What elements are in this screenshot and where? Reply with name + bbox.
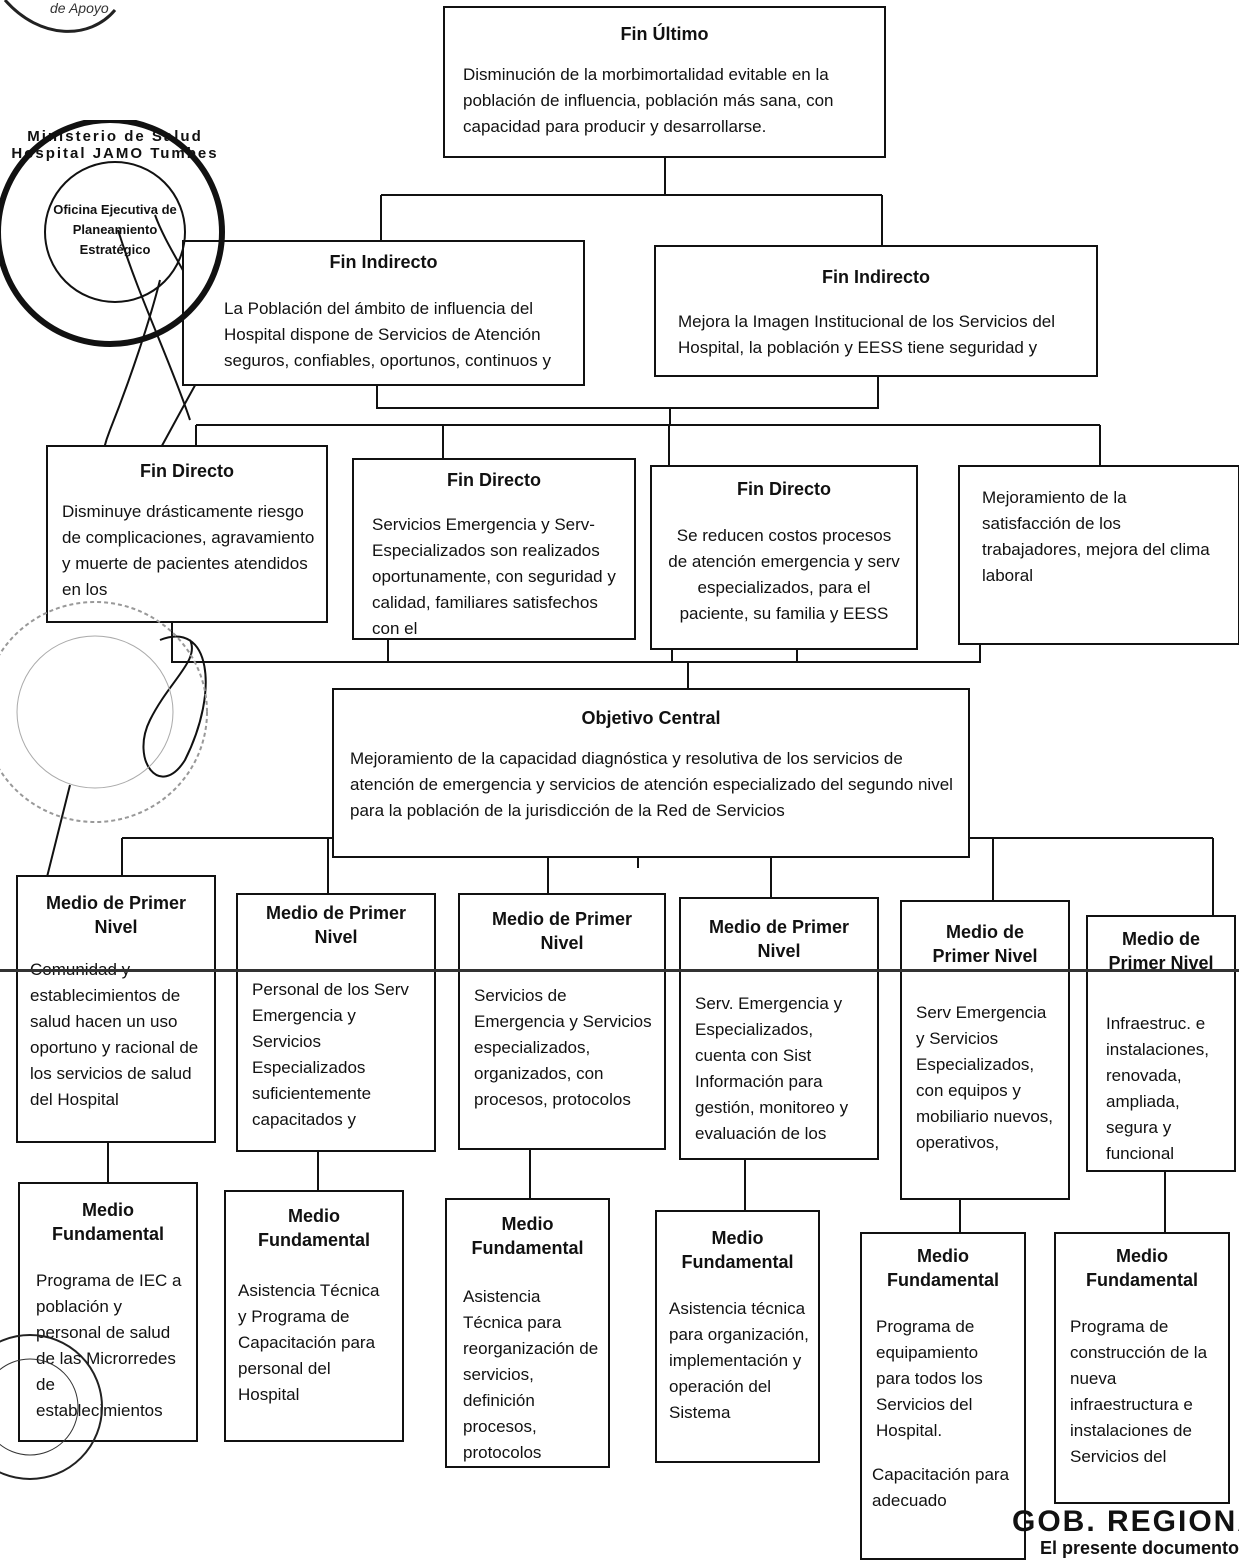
medio-fundamental-title-4: Medio Fundamental [681,1228,794,1272]
fin-directo-title-2: Fin Directo [446,470,541,490]
medio-primer-nivel-text-5: Serv Emergencia y Servicios Especializad… [916,1003,1054,1152]
fin-directo-text-3: Se reducen costos procesos de atención e… [668,526,900,623]
medio-fundamental-box-1: Medio Fundamental Programa de IEC a pobl… [18,1182,198,1442]
objetivo-central-box: Objetivo Central Mejoramiento de la capa… [332,688,970,858]
medio-primer-nivel-box-6: Medio de Primer Nivel Infraestruc. e ins… [1086,915,1236,1172]
medio-primer-nivel-text-2: Personal de los Serv Emergencia y Servic… [252,980,409,1129]
stamp-presente-documento: El presente documento [1040,1538,1239,1558]
medio-fundamental-title-3: Medio Fundamental [471,1214,584,1258]
objetivo-central-text: Mejoramiento de la capacidad diagnóstica… [350,749,953,820]
medio-primer-nivel-box-4: Medio de Primer Nivel Serv. Emergencia y… [679,897,879,1160]
medio-primer-nivel-title-5: Medio de Primer Nivel [932,922,1038,966]
stamp-top-left [3,0,117,33]
medio-fundamental-text-6: Programa de construcción de la nueva inf… [1070,1317,1208,1466]
medio-fundamental-title-5: Medio Fundamental [886,1246,999,1290]
fin-directo-title-3: Fin Directo [736,479,831,499]
medio-primer-nivel-text-3: Servicios de Emergencia y Servicios espe… [474,986,652,1109]
fin-directo-box-4: Mejoramiento de la satisfacción de los t… [958,465,1239,645]
medio-fundamental-box-6: Medio Fundamental Programa de construcci… [1054,1232,1230,1504]
medio-fundamental-text-3: Asistencia Técnica para reorganización d… [463,1287,599,1462]
fin-ultimo-title: Fin Último [620,24,709,44]
fin-directo-title-1: Fin Directo [139,461,234,481]
medio-fundamental-box-3: Medio Fundamental Asistencia Técnica par… [445,1198,610,1468]
medio-primer-nivel-text-4: Serv. Emergencia y Especializados, cuent… [695,994,849,1143]
fin-directo-text-4: Mejoramiento de la satisfacción de los t… [982,488,1210,585]
fin-indirecto-box-1: Fin Indirecto La Población del ámbito de… [182,240,585,386]
scan-rule [0,969,1239,972]
fin-indirecto-title-2: Fin Indirecto [822,267,930,287]
medio-fundamental-text-4: Asistencia técnica para organización, im… [669,1299,809,1422]
fin-directo-text-2: Servicios Emergencia y Serv-Especializad… [372,515,616,638]
stamp-gob-regional: GOB. REGIONAL [1012,1505,1239,1538]
fin-indirecto-title-1: Fin Indirecto [329,252,438,272]
seal-ring-text: Ministerio de Salud Hospital JAMO Tumbes [11,128,219,162]
fin-directo-box-2: Fin Directo Servicios Emergencia y Serv-… [352,458,636,640]
medio-fundamental-box-5: Medio Fundamental Programa de equipamien… [860,1232,1026,1560]
medio-fundamental-text-1: Programa de IEC a población y personal d… [36,1271,182,1420]
seal-faint-round [0,601,208,823]
fin-directo-box-3: Fin Directo Se reducen costos procesos d… [650,465,918,650]
fin-indirecto-box-2: Fin Indirecto Mejora la Imagen Instituci… [654,245,1098,377]
medio-fundamental-text-5: Programa de equipamiento para todos los … [876,1317,983,1440]
seal-center-text: Oficina Ejecutiva de Planeamiento Estrat… [53,202,177,257]
fin-directo-text-1: Disminuye drásticamente riesgo de compli… [62,502,315,599]
fin-indirecto-text-2: Mejora la Imagen Institucional de los Se… [678,312,1056,357]
medio-primer-nivel-box-2: Medio de Primer Nivel Personal de los Se… [236,893,436,1152]
medio-fundamental-title-1: Medio Fundamental [51,1200,164,1244]
medio-primer-nivel-box-3: Medio de Primer Nivel Servicios de Emerg… [458,893,666,1150]
medio-primer-nivel-text-1: Comunidad y establecimientos de salud ha… [30,960,199,1109]
medio-primer-nivel-box-5: Medio de Primer Nivel Serv Emergencia y … [900,900,1070,1200]
medio-primer-nivel-box-1: Medio de Primer Nivel Comunidad y establ… [16,875,216,1143]
stamp-top-left-text: de Apoyo [50,0,109,16]
medio-fundamental-title-2: Medio Fundamental [257,1206,370,1250]
medio-fundamental-text-2: Asistencia Técnica y Programa de Capacit… [238,1281,380,1404]
medio-fundamental-box-4: Medio Fundamental Asistencia técnica par… [655,1210,820,1463]
medio-fundamental-text-5b: Capacitación para adecuado [872,1465,1010,1510]
seal-ministerio-de-salud [0,120,225,347]
medio-primer-nivel-title-3: Medio de Primer Nivel [491,909,633,953]
medio-primer-nivel-title-2: Medio de Primer Nivel [265,903,407,947]
objetivo-central-title: Objetivo Central [581,708,721,728]
medio-primer-nivel-title-4: Medio de Primer Nivel [708,917,850,961]
medio-primer-nivel-title-1: Medio de Primer Nivel [45,893,187,937]
medio-primer-nivel-text-6: Infraestruc. e instalaciones, renovada, … [1106,1014,1210,1163]
fin-indirecto-text-1: La Población del ámbito de influencia de… [224,299,551,370]
medio-fundamental-box-2: Medio Fundamental Asistencia Técnica y P… [224,1190,404,1442]
fin-ultimo-box: Fin Último Disminución de la morbimortal… [443,6,886,158]
fin-ultimo-text: Disminución de la morbimortalidad evitab… [463,65,834,136]
seal-bottom-left [0,1334,103,1480]
medio-primer-nivel-title-6: Medio de Primer Nivel [1108,929,1214,973]
fin-directo-box-1: Fin Directo Disminuye drásticamente ries… [46,445,328,623]
medio-fundamental-title-6: Medio Fundamental [1085,1246,1198,1290]
